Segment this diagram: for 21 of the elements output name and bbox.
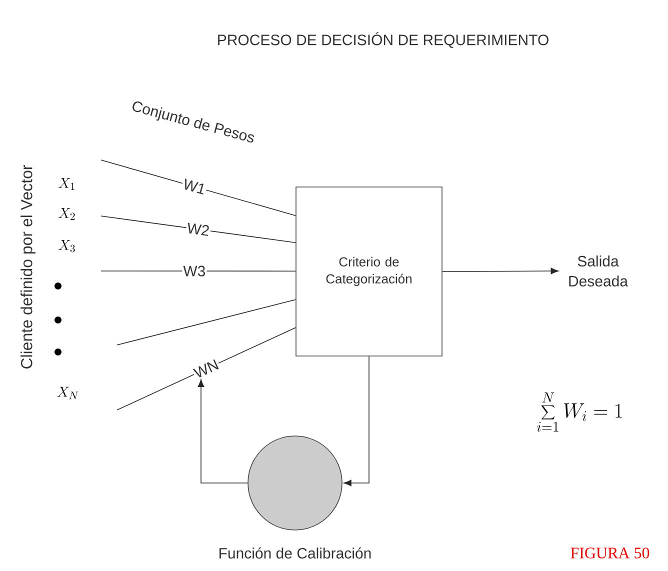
input-symbol: $X_N$: [57, 386, 78, 400]
weight-label: W2: [185, 221, 212, 238]
output-label: Salida Deseada: [569, 256, 628, 286]
vector-label: Cliente definido por el Vector: [20, 165, 36, 368]
input-symbol: $X_1$: [58, 178, 74, 190]
weight-label: WN: [191, 358, 222, 380]
input-symbol: $X_2$: [58, 208, 75, 220]
arrow: [198, 379, 248, 484]
arrow: [344, 356, 370, 486]
group-label: Conjunto de Pesos: [132, 101, 254, 142]
arrow: [442, 268, 559, 274]
input-symbol: $X_3$: [58, 240, 75, 252]
weight-line: [100, 160, 296, 216]
weight-label: W3: [182, 264, 207, 278]
function-label: Función de Calibración: [220, 547, 371, 559]
figure-caption: FIGURA 50: [570, 548, 650, 558]
title: PROCESO DE DECISIÓN DE REQUERIMIENTO: [218, 32, 548, 48]
sum-formula: $\sum_{i=1}^{N} W_i = 1$: [537, 392, 622, 432]
weight-label: W1: [180, 177, 208, 196]
weight-line: [116, 299, 296, 346]
process-box: Criterio de Categorización: [296, 186, 442, 356]
